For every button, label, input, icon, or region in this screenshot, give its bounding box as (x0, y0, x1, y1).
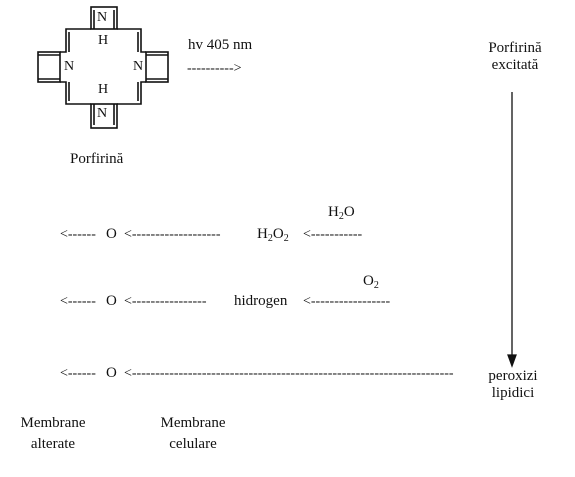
atom-n-bottom: N (97, 106, 108, 121)
pyrrole-bottom-box (90, 103, 118, 129)
excitation-text: hv 405 nm (188, 37, 253, 53)
atom-n-right: N (133, 59, 144, 74)
row1-left-arrow: <------ (60, 227, 96, 242)
row2-right-arrow: <----------------- (303, 294, 391, 309)
atom-h-top: H (98, 33, 109, 48)
row1-right-arrow: <----------- (303, 227, 363, 242)
row1-mid-arrow: <------------------- (124, 227, 221, 242)
lipid-peroxides-label: peroxizi lipidici (488, 368, 538, 401)
row2-mid-arrow: <---------------- (124, 294, 207, 309)
pyrrole-right-box (145, 51, 169, 83)
row2-product: hidrogen (234, 293, 288, 309)
row3-left-arrow: <------ (60, 366, 96, 381)
atom-n-top: N (97, 10, 108, 25)
excitation-arrow: ----------> (187, 61, 242, 76)
down-arrow (507, 92, 517, 368)
row2-reagent: O2 (363, 273, 379, 291)
pyrrole-top-box (90, 6, 118, 30)
altered-membranes-label: Membrane alterate (20, 415, 86, 452)
row1-product: H2O2 (257, 226, 289, 244)
row3-oxygen-node: O (106, 365, 117, 381)
row1-oxygen-node: O (106, 226, 117, 242)
row2-left-arrow: <------ (60, 294, 96, 309)
atom-h-bottom: H (98, 82, 109, 97)
row3-long-arrow: <---------------------------------------… (124, 366, 454, 381)
excited-porphyrin-label: Porfirină excitată (488, 40, 542, 73)
atom-n-left: N (64, 59, 75, 74)
pyrrole-left-box (37, 51, 61, 83)
row1-reagent: H2O (328, 204, 355, 222)
porphyrin-label: Porfirină (70, 151, 124, 167)
row2-oxygen-node: O (106, 293, 117, 309)
cell-membranes-label: Membrane celulare (160, 415, 226, 452)
